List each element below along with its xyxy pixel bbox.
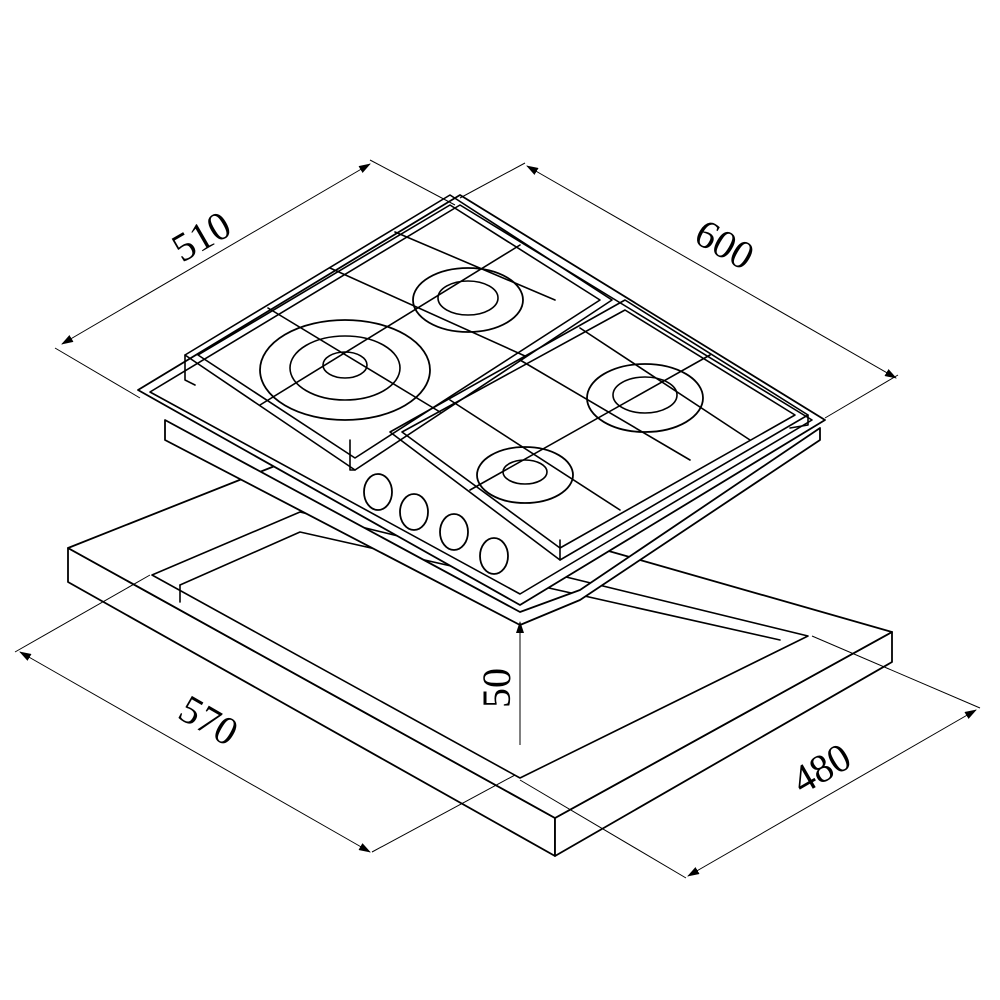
- dimension-510: 510: [164, 202, 238, 271]
- knob[interactable]: [439, 513, 469, 551]
- dimension-600: 600: [688, 210, 762, 279]
- dimension-480: 480: [784, 734, 858, 803]
- knob[interactable]: [399, 493, 429, 531]
- cutout: [151, 511, 809, 779]
- control-knobs: [363, 473, 509, 575]
- knob[interactable]: [363, 473, 393, 511]
- knob[interactable]: [479, 537, 509, 575]
- dimension-50: 50: [474, 668, 519, 708]
- dimension-lines: [14, 159, 981, 879]
